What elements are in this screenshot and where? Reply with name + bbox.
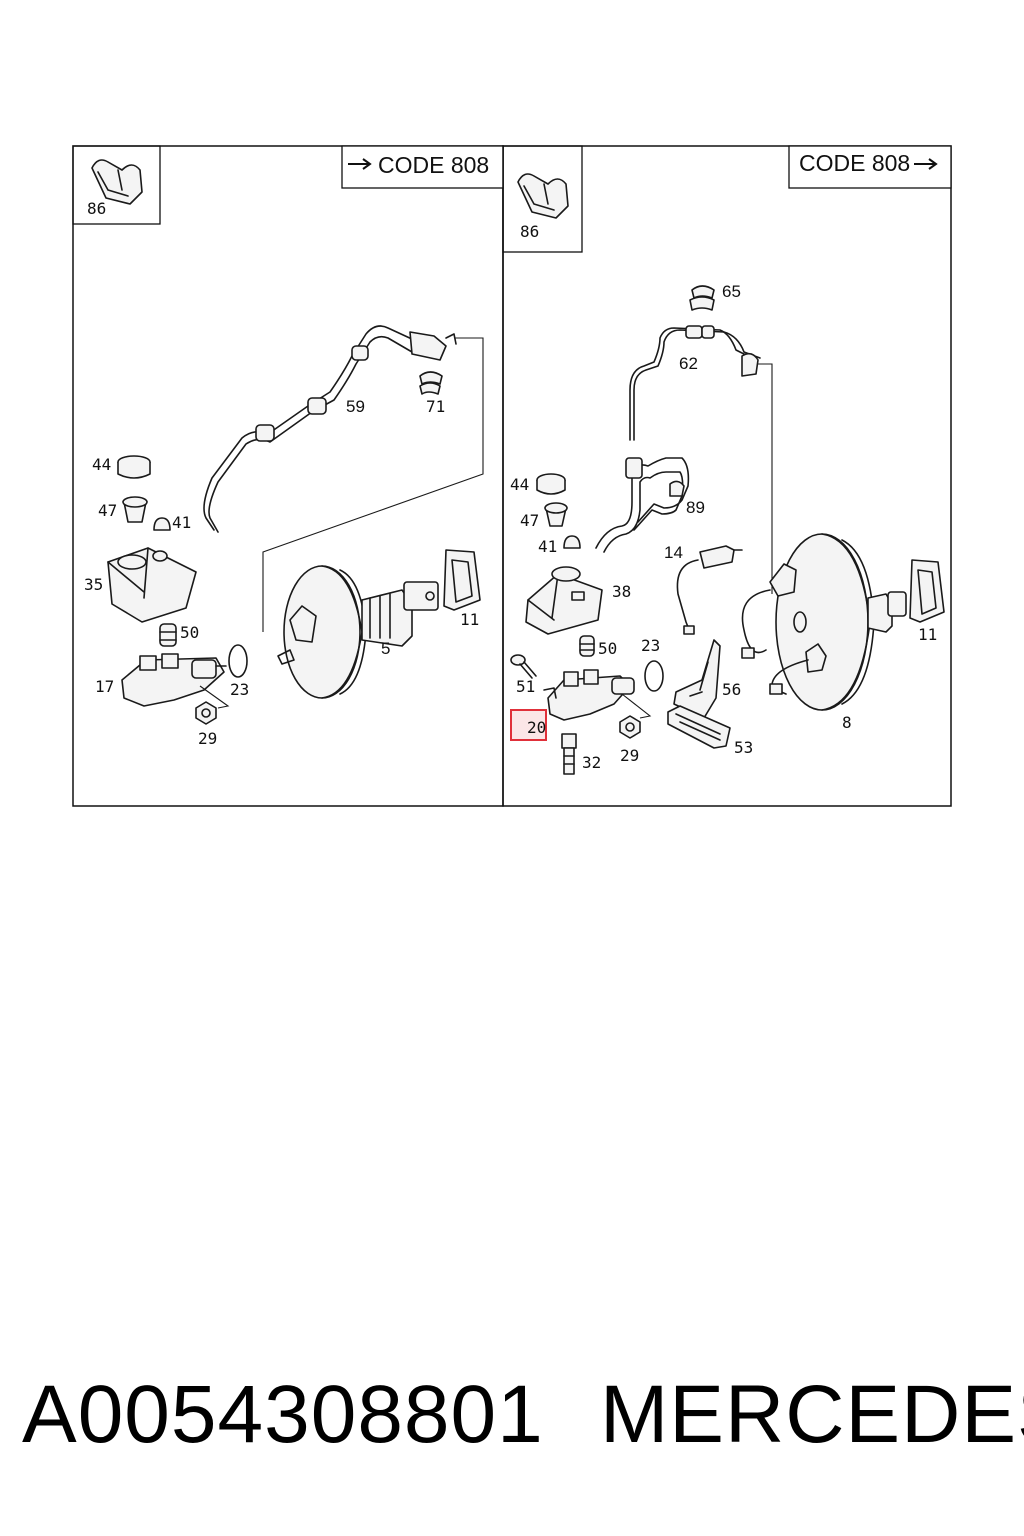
part-number-text: A0054308801 [22,1369,544,1460]
label-53: 53 [734,738,753,757]
grommet-50-icon [579,635,595,657]
right-panel: 86 CODE 808 65 62 89 [502,145,952,775]
cap-44-icon [536,473,566,495]
left-code-label: CODE 808 [378,152,489,178]
caption-bar: A0054308801 MERCEDES [0,1368,1024,1478]
clip-86-icon [91,159,143,205]
brake-booster-5-icon [277,565,439,699]
gasket-11-icon [909,559,945,623]
label-11: 11 [918,625,937,644]
label-50: 50 [598,639,617,658]
label-86: 86 [87,199,106,218]
screw-51-icon [510,654,537,679]
left-leader-29 [199,685,230,709]
guide-53-icon [667,705,731,749]
label-14: 14 [664,543,683,562]
grommet-50-icon [159,623,177,647]
right-leader-29 [621,693,652,719]
brand-text: MERCEDES [600,1369,1024,1460]
label-86: 86 [520,222,539,241]
label-35: 35 [84,575,103,594]
bellows-65-icon [689,285,715,311]
label-29: 29 [620,746,639,765]
cap-41-icon [563,535,581,549]
vacuum-hose-62-icon [629,325,761,441]
label-41: 41 [172,513,191,532]
right-panel-frame [502,145,952,807]
parts-diagram: 86 CODE 808 59 71 44 47 [72,145,952,807]
hose-assembly-89-icon [595,457,690,553]
seal-ring-23-icon [644,660,664,692]
label-20: 20 [527,718,546,737]
label-29: 29 [198,729,217,748]
right-leader-62 [758,363,773,594]
label-62: 62 [679,354,698,373]
gasket-11-icon [443,549,481,611]
reservoir-38-icon [525,566,603,635]
label-23: 23 [230,680,249,699]
label-41: 41 [538,537,557,556]
highlight-box-20 [510,709,547,741]
label-11: 11 [460,610,479,629]
left-inset-86-frame [72,145,161,225]
arrow-right-icon [914,158,938,170]
right-code-box [788,145,952,189]
brake-booster-8-icon [741,533,907,711]
bellows-71-icon [419,371,443,395]
label-5: 5 [381,639,390,658]
label-8: 8 [842,713,852,732]
label-32: 32 [582,753,601,772]
label-59: 59 [346,397,365,416]
label-38: 38 [612,582,631,601]
label-71: 71 [426,397,445,416]
master-cylinder-20-icon [543,669,635,721]
filter-47-icon [544,502,568,527]
label-51: 51 [516,677,535,696]
clip-86-icon [517,173,569,219]
label-17: 17 [95,677,114,696]
reservoir-35-icon [107,547,197,623]
label-47: 47 [520,511,539,530]
left-code-box [341,145,504,189]
right-inset-86-frame [502,145,583,253]
label-23: 23 [641,636,660,655]
arrow-right-icon [348,158,372,170]
sensor-14-icon [676,545,743,635]
left-panel: 86 CODE 808 59 71 44 47 [72,145,504,748]
label-65: 65 [722,282,741,301]
label-50: 50 [180,623,199,642]
label-47: 47 [98,501,117,520]
nut-29-icon [619,715,641,739]
seal-ring-23-icon [228,644,248,678]
master-cylinder-17-icon [121,653,227,707]
left-leader-59 [262,337,484,632]
label-89: 89 [686,498,705,517]
label-56: 56 [722,680,741,699]
nut-29-icon [195,701,217,725]
cap-44-icon [117,455,151,479]
label-44: 44 [92,455,111,474]
right-code-label: CODE 808 [799,150,910,176]
cap-41-icon [153,517,171,531]
label-44: 44 [510,475,529,494]
brake-pipe-59 [203,325,457,533]
switch-32-icon [561,733,577,775]
filter-47-icon [122,496,148,523]
